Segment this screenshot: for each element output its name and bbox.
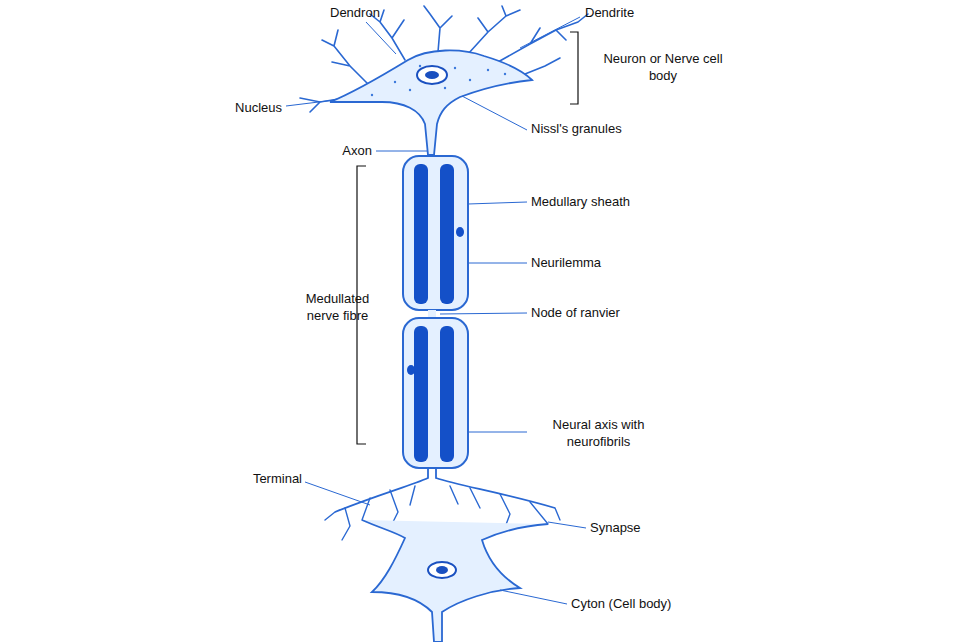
part-label: Medullated nerve fibre <box>290 290 385 324</box>
neurofibril-bar <box>440 164 454 304</box>
brackets <box>357 32 578 444</box>
cell-body <box>330 50 532 155</box>
neurofibril-bar <box>414 164 428 304</box>
nucleus <box>428 562 456 578</box>
second-cell-body <box>362 520 548 642</box>
schwann-nucleus <box>407 365 415 375</box>
part-label: Axon <box>322 142 372 159</box>
part-label: Medullary sheath <box>531 193 661 210</box>
myelin-segment <box>403 156 468 310</box>
part-label: Dendron <box>330 4 400 21</box>
nissl-granules <box>371 65 506 96</box>
part-label: Terminal <box>232 470 302 487</box>
neurofibril-bar <box>414 326 428 462</box>
part-label: Nucleus <box>214 99 282 116</box>
part-label: Node of ranvier <box>531 304 661 321</box>
part-label: Cyton (Cell body) <box>571 595 721 612</box>
nucleus <box>417 66 447 84</box>
part-label: Neuron or Nerve cell body <box>588 50 738 84</box>
part-label: Dendrite <box>585 4 665 21</box>
part-label: Neurilemma <box>531 254 641 271</box>
nucleolus <box>436 566 448 574</box>
neurofibril-bar <box>440 326 454 462</box>
part-label: Nissl's granules <box>531 120 661 137</box>
node-gap <box>428 310 436 318</box>
myelin-segment <box>403 318 468 468</box>
schwann-nucleus <box>456 227 464 237</box>
nucleolus <box>425 71 439 79</box>
part-label: Synapse <box>590 519 670 536</box>
part-label: Neural axis with neurofibrils <box>531 416 666 450</box>
